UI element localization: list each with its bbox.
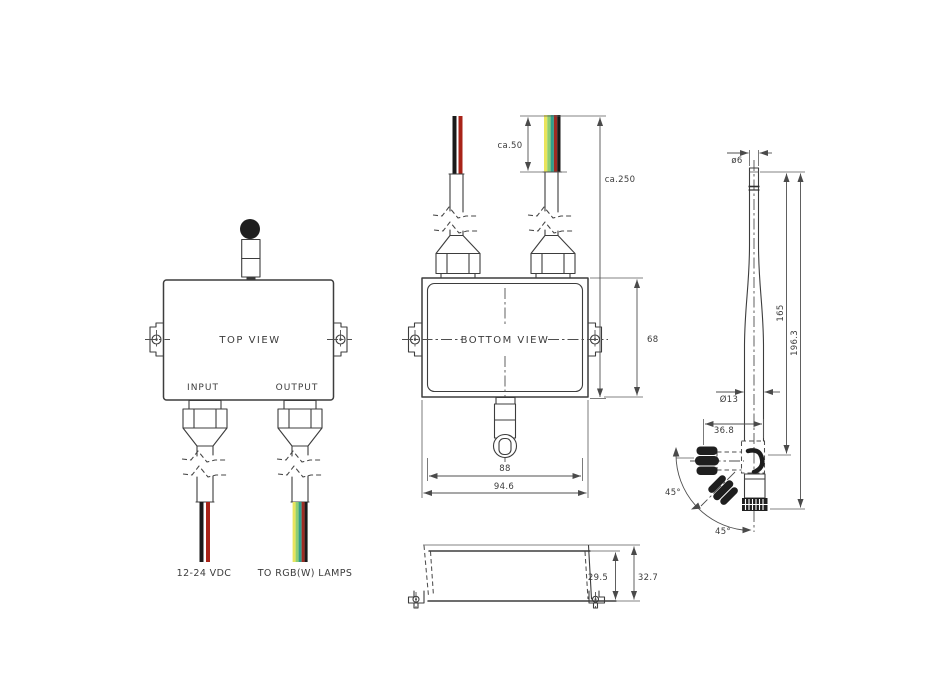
top-view: TOP VIEW INPUT OUTPUT xyxy=(145,219,352,579)
power-wire-red xyxy=(206,502,210,562)
enclosure-side-view: 29.5 32.7 xyxy=(407,544,658,610)
dim-68: 68 xyxy=(590,277,658,398)
power-rating-label: 12-24 VDC xyxy=(177,568,232,579)
hinge-knuckle xyxy=(745,448,765,475)
dim-tip-diameter: ø6 xyxy=(727,149,772,166)
dim-wire-strip: ca.50 xyxy=(498,141,523,151)
dim-inner-width: 88 xyxy=(499,464,510,474)
dim-ca250: ca.250 xyxy=(567,115,636,399)
output-cable-gland xyxy=(276,399,323,562)
dim-height: 68 xyxy=(647,335,658,345)
dim-ca50: ca.50 xyxy=(498,115,567,173)
antenna-rod xyxy=(743,167,765,442)
angle-upper-label: 45° xyxy=(665,488,681,498)
dim-cable-length: ca.250 xyxy=(605,175,636,185)
mounting-foot-right xyxy=(588,590,606,610)
top-view-enclosure xyxy=(162,279,335,401)
dim-total-length: 196.3 xyxy=(770,173,805,510)
angle-lower-label: 45° xyxy=(715,527,731,537)
svg-text:32.7: 32.7 xyxy=(638,573,658,583)
dim-fold-offset: 36.8 xyxy=(703,419,764,445)
dim-outer-width: 94.6 xyxy=(494,482,514,492)
power-wire-black xyxy=(199,502,204,562)
svg-text:196.3: 196.3 xyxy=(790,330,800,356)
svg-text:29.5: 29.5 xyxy=(588,573,608,583)
antenna-connector xyxy=(492,396,518,459)
rgbw-wire-ribbon xyxy=(292,502,308,562)
fold-ghost-45 xyxy=(700,471,738,507)
bottom-power-cable xyxy=(432,116,479,237)
bottom-rgbw-cable xyxy=(527,115,574,237)
lamps-label: TO RGB(W) LAMPS xyxy=(257,568,353,579)
dim-base-diameter: Ø13 xyxy=(716,388,780,405)
bottom-gland-right xyxy=(530,234,576,279)
output-label: OUTPUT xyxy=(276,383,319,393)
svg-text:ø6: ø6 xyxy=(731,156,742,166)
dim-88: 88 xyxy=(427,458,583,481)
input-cable-gland xyxy=(181,399,228,562)
dim-94-6: 94.6 xyxy=(421,400,589,498)
mounting-foot-left xyxy=(407,590,425,610)
bottom-gland-left xyxy=(435,234,481,279)
antenna-base-connector xyxy=(742,473,768,511)
fold-ghost-horizontal xyxy=(690,440,766,475)
dim-32-7: 32.7 xyxy=(630,546,658,600)
top-view-label: TOP VIEW xyxy=(218,335,280,346)
rgbw-wire-ribbon-top xyxy=(544,115,561,172)
input-label: INPUT xyxy=(187,383,219,393)
fold-angle-arc: 45° 45° xyxy=(665,447,752,537)
bottom-view-label: BOTTOM VIEW xyxy=(461,335,550,346)
bottom-view: BOTTOM VIEW ca.50 ca.250 68 xyxy=(402,115,658,498)
svg-text:165: 165 xyxy=(776,304,786,321)
antenna-side-view: ø6 165 196.3 Ø13 36.8 xyxy=(665,149,805,537)
svg-text:Ø13: Ø13 xyxy=(720,394,738,405)
svg-text:36.8: 36.8 xyxy=(714,426,734,436)
dim-29-5: 29.5 xyxy=(588,552,619,600)
dim-rod-length: 165 xyxy=(760,171,805,456)
antenna-ball-icon xyxy=(240,219,260,239)
